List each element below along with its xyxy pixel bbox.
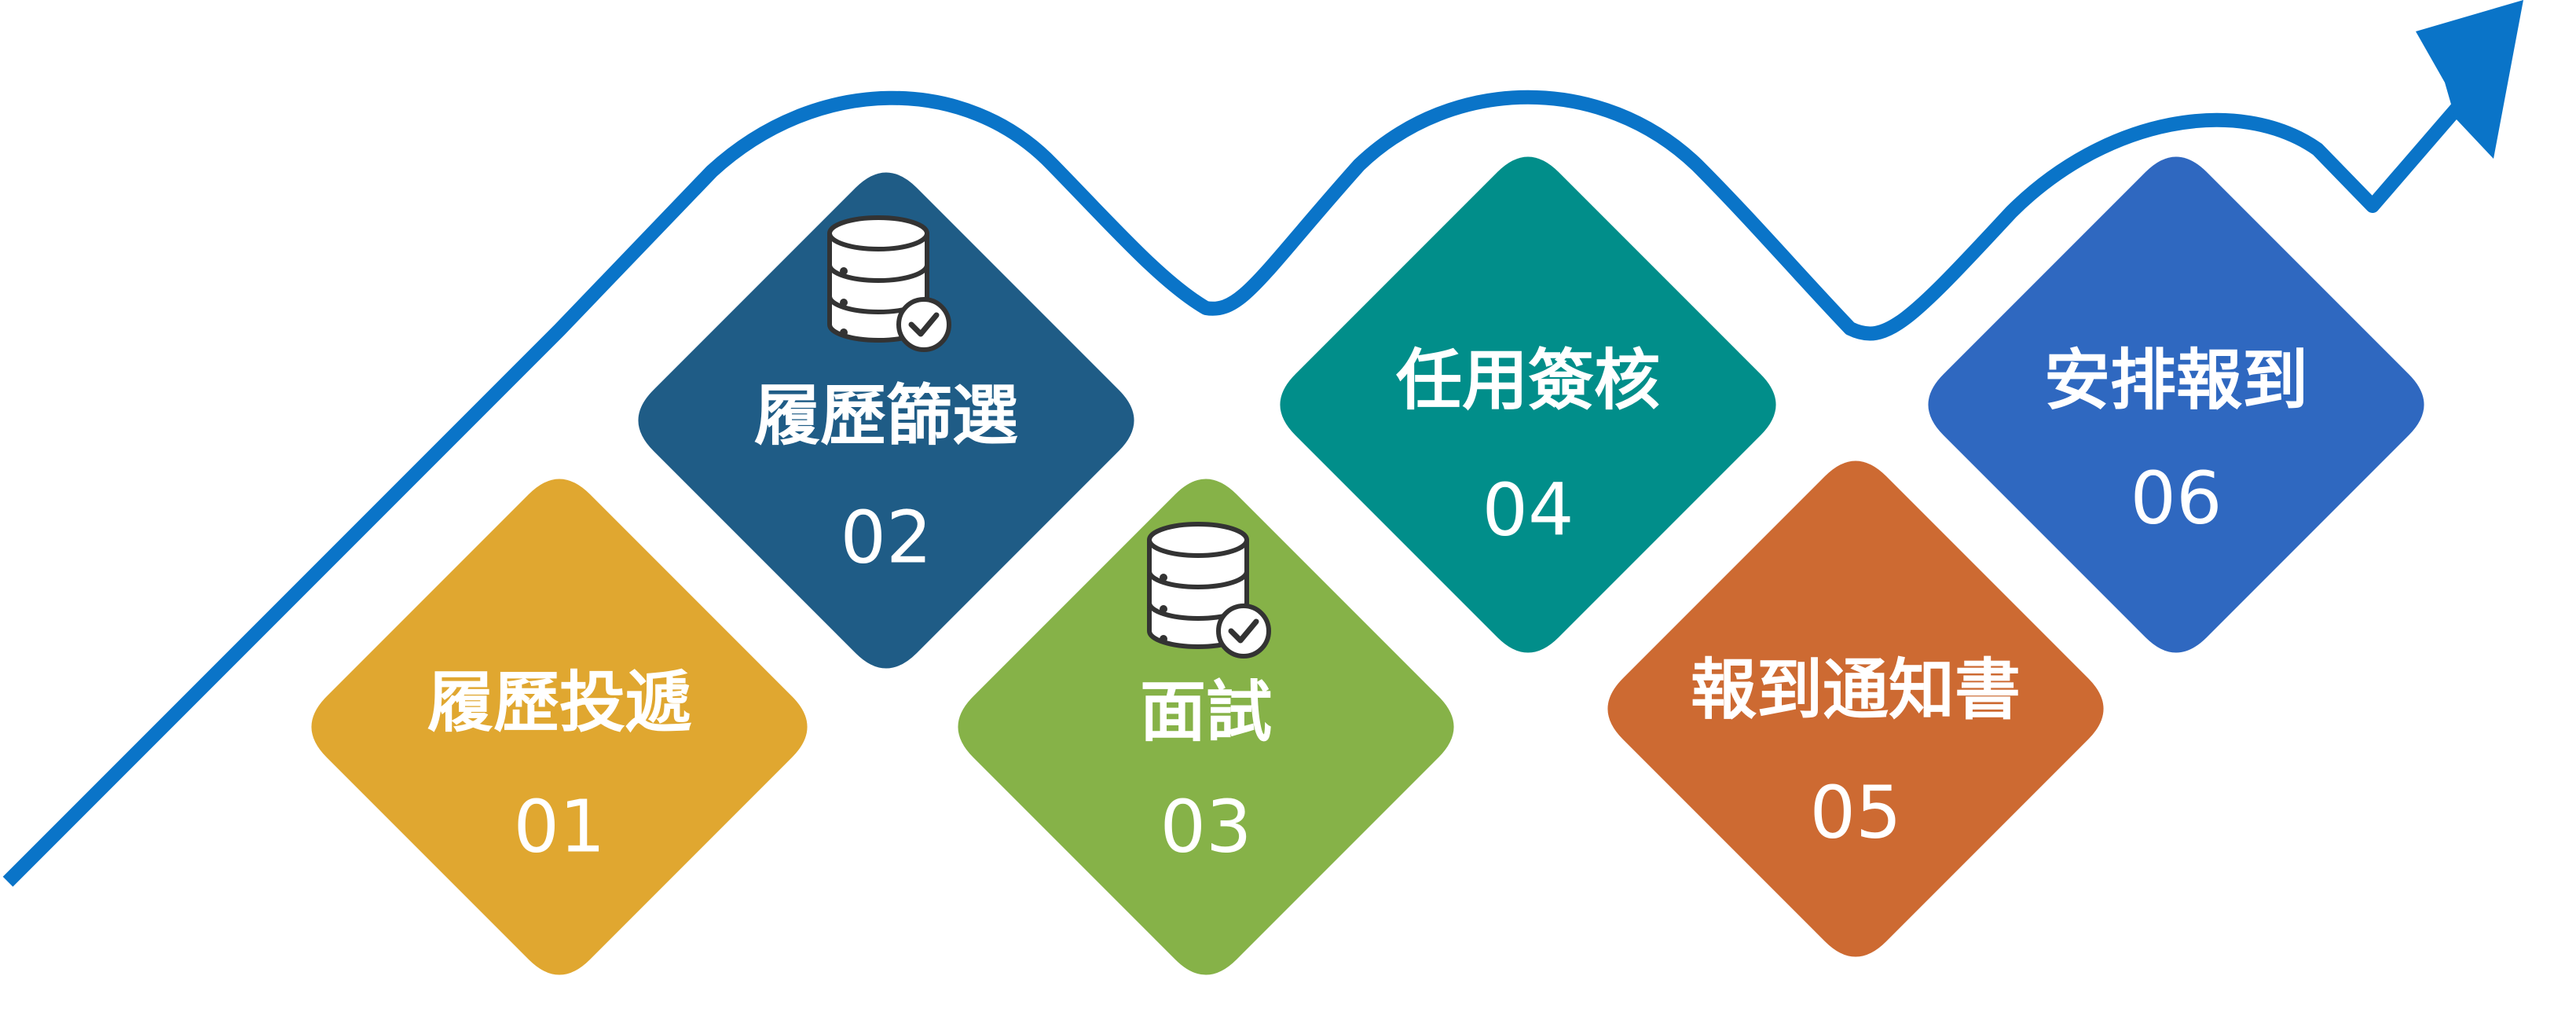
step-title: 履歷篩選 xyxy=(754,377,1018,454)
step-number: 01 xyxy=(513,784,605,868)
arrow-head-icon xyxy=(2416,0,2523,159)
step-diamond xyxy=(1928,156,2424,653)
step-06: 安排報到 06 xyxy=(1928,156,2424,653)
step-diamond xyxy=(958,479,1454,975)
step-number: 03 xyxy=(1160,784,1251,868)
step-05: 報到通知書 05 xyxy=(1607,460,2104,957)
step-diamond xyxy=(1607,460,2104,957)
step-number: 05 xyxy=(1809,770,1901,854)
step-number: 02 xyxy=(840,495,932,579)
step-number: 04 xyxy=(1482,468,1574,552)
step-title: 任用簽核 xyxy=(1396,342,1660,419)
trend-arrow-line xyxy=(2,74,2488,887)
step-02: 履歷篩選 02 xyxy=(638,172,1134,669)
step-diamond xyxy=(311,479,808,975)
step-title: 報到通知書 xyxy=(1691,651,2021,728)
step-diamond xyxy=(1280,156,1776,653)
step-title: 安排報到 xyxy=(2044,342,2308,419)
step-03: 面試 03 xyxy=(958,479,1454,975)
step-diamond xyxy=(638,172,1134,669)
step-number: 06 xyxy=(2130,456,2222,540)
step-01: 履歷投遞 01 xyxy=(311,479,808,975)
step-title: 履歷投遞 xyxy=(427,664,692,741)
step-title: 面試 xyxy=(1140,673,1272,750)
step-04: 任用簽核 04 xyxy=(1280,156,1776,653)
